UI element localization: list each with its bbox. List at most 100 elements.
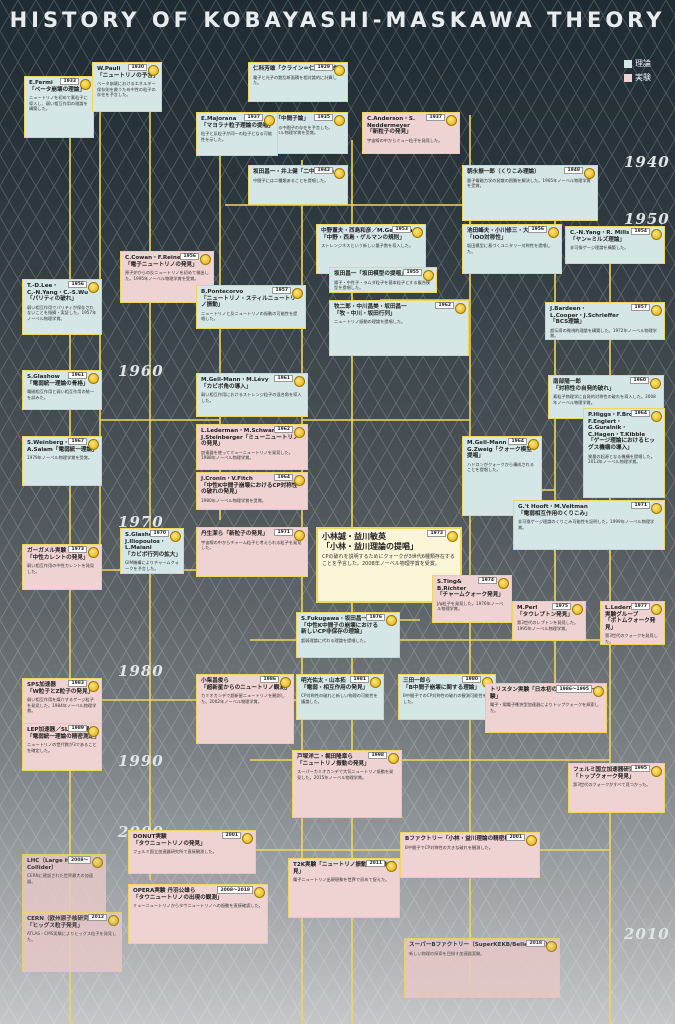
- node-body: 核力を媒介する中間子の存在を予言した。1949年ノーベル物理学賞を受賞。: [253, 124, 333, 136]
- nobel-medal-icon: [651, 503, 662, 514]
- node-body: ミューニュートリノからタウニュートリノへの振動を直接確認した。: [133, 903, 263, 909]
- node-year: 1955: [403, 269, 422, 276]
- node-body: B中間子でCP対称性の大きな破れを観測した。: [405, 844, 493, 850]
- nobel-medal-icon: [292, 288, 303, 299]
- node-body: 粒子と反粒子が同一の粒子となる可能性を示した。: [201, 131, 273, 142]
- node-year: 1956: [68, 281, 87, 288]
- node-year: 1961: [68, 372, 87, 379]
- nobel-medal-icon: [92, 857, 103, 868]
- nobel-medal-icon: [264, 115, 275, 126]
- node-year: 1964: [274, 474, 293, 481]
- node-body: 宇宙線の中からチャーム粒子と考えられる粒子を発見した。: [201, 539, 302, 551]
- node-title: DONUT実験 「タウニュートリノの発見」: [133, 834, 206, 847]
- nobel-medal-icon: [88, 681, 99, 692]
- node-year: 1962: [435, 302, 454, 309]
- nobel-medal-icon: [447, 531, 458, 542]
- nobel-medal-icon: [526, 835, 537, 846]
- node-title: L.Lederman・M.Schwartz・ J.Steinberger「ミュー…: [201, 428, 299, 448]
- node-title: 明光佑太・山本拓 「電弱・相互作用の発見」: [301, 678, 369, 691]
- nobel-medal-icon: [80, 79, 91, 90]
- node-body: ニュートリノの世代数が3であることを確定した。: [27, 742, 97, 753]
- nobel-medal-icon: [651, 766, 662, 777]
- node-title: ガーガメル実験 「中性カレントの発見」: [27, 548, 89, 561]
- node-year: 1929: [314, 64, 333, 71]
- nobel-medal-icon: [280, 677, 291, 688]
- node-title: 坂田昌一「坂田模型の提唱」: [334, 271, 407, 277]
- node-body: 超伝導の微視的理論を構築した。1972年ノーベル物理学賞。: [550, 327, 657, 339]
- node-title: 中野董夫・西島和彦／M.Gell-Mann 「中野・西島・ゲルマンの規則」: [321, 228, 417, 241]
- node-title: M.Gell-Mann・ G.Zweig「クォーク模型提唱」: [467, 440, 532, 460]
- node-title: フェルミ国立加速器研究所 「トップクォーク発見」: [573, 767, 641, 780]
- nobel-medal-icon: [386, 861, 397, 872]
- node-year: 1942: [314, 167, 333, 174]
- node-title: SPS加速器 「W粒子とZ粒子の発見」: [27, 682, 94, 695]
- node-body: 超弱理論に代わる理論を提唱した。: [301, 637, 369, 643]
- node-title: 坂田昌一・井上健「二中間子論」: [253, 169, 337, 175]
- node-lhc[interactable]: 2008～LHC（Large Hadron Collider）CERNに建設され…: [22, 854, 106, 914]
- node-body: カミオカンデで超新星ニュートリノを観測した。2002年ノーベル物理学賞。: [201, 693, 285, 704]
- node-title: S.Glashow 「電弱統一理論の骨格」: [27, 374, 89, 387]
- decade-1990: 1990: [118, 752, 164, 770]
- node-body: ハドロンがクォークから構成されることを提唱した。: [467, 461, 535, 473]
- node-year: 1986: [260, 676, 279, 683]
- node-body: 陽子・中性子・ラムダ粒子を基本粒子とする複合模型を提唱した。: [334, 279, 431, 291]
- node-title: C.Cowan・F.Reines 「電子ニュートリノの発見」: [125, 255, 198, 268]
- node-body: 中間子には二種類あることを提唱した。: [253, 177, 329, 183]
- nobel-medal-icon: [388, 753, 399, 764]
- nobel-medal-icon: [294, 427, 305, 438]
- node-body: 1980年ノーベル物理学賞を受賞。: [201, 497, 267, 503]
- nobel-medal-icon: [88, 373, 99, 384]
- node-title: 小柴昌俊ら 「超新星からのニュートリノ観測」: [201, 678, 291, 691]
- legend-experiment: 実験: [624, 72, 651, 83]
- node-year: 1970: [150, 530, 169, 537]
- nobel-medal-icon: [88, 726, 99, 737]
- node-title: W.Pauli 「ニュートリノの予言」: [97, 66, 159, 79]
- node-title: S.Glashow・ J.Iliopoulos・ L.Maiani 「カビボ行列…: [125, 532, 181, 558]
- node-year: 2008～: [67, 856, 91, 864]
- node-title: トリスタン実験「日本初の大型コライダー実験」: [490, 687, 602, 700]
- node-title: CERN（欧州原子核研究機構） 「ヒッグス粒子発見」: [27, 916, 106, 929]
